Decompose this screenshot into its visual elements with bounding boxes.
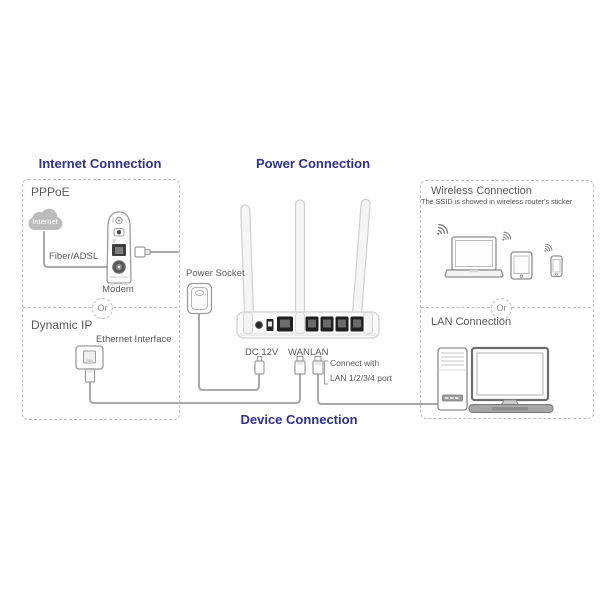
dc-12v-label: DC 12V [245, 347, 279, 358]
pppoe-title: PPPoE [31, 185, 70, 199]
power-connection-heading: Power Connection [255, 156, 371, 171]
fiber-adsl-label: Fiber/ADSL [49, 251, 99, 262]
or-badge-right: Or [491, 298, 512, 319]
wireless-connection-title: Wireless Connection [431, 185, 532, 197]
router-dc-port [255, 321, 263, 329]
client-connection-box [420, 180, 594, 419]
or-badge-left: Or [92, 298, 113, 319]
wan-label: WAN [288, 347, 310, 358]
router-icon [236, 198, 380, 339]
note-bracket [324, 360, 328, 385]
lan-cable [317, 373, 442, 405]
ethernet-plug-icon [134, 246, 151, 258]
connect-note-line2: LAN 1/2/3/4 port [330, 373, 392, 383]
tablet-icon [510, 251, 533, 280]
fiber-cable [43, 231, 114, 268]
wifi-signal-icon [502, 231, 512, 241]
dynamic-ip-title: Dynamic IP [31, 318, 93, 332]
wifi-signal-icon [437, 223, 449, 235]
modem-caption: Modem [102, 284, 134, 295]
dc-plug-icon [254, 355, 265, 375]
wan-cable [177, 373, 301, 404]
router-antennas [240, 198, 371, 328]
tower-port-strip [442, 394, 463, 402]
monitor-icon [468, 346, 554, 413]
internet-connection-box [22, 179, 180, 420]
laptop-icon [444, 236, 504, 278]
ethernet-interface-label: Ethernet Interface [96, 334, 172, 345]
power-socket-icon [186, 282, 213, 315]
internet-connection-heading: Internet Connection [38, 156, 162, 171]
modem-icon [106, 211, 132, 286]
lan-plug-icon [312, 355, 324, 375]
wall-ethernet-cable [89, 381, 179, 404]
connect-note-line1: Connect with [330, 358, 380, 368]
desktop-tower-icon [437, 347, 468, 411]
modem-rj45-port [112, 244, 126, 256]
wifi-signal-icon [544, 243, 553, 252]
router-lan-ports [305, 316, 364, 332]
lan-connection-title: LAN Connection [431, 316, 512, 328]
smartphone-icon [550, 255, 563, 278]
wan-plug-icon [294, 355, 306, 375]
router-wan-port [277, 316, 293, 332]
wireless-ssid-subtitle: The SSID is showed in wireless router's … [421, 197, 572, 206]
lan-label: LAN [310, 347, 329, 358]
internet-cloud-label: Internet [32, 217, 58, 226]
internet-cloud-icon: Internet [28, 208, 63, 230]
power-socket-label: Power Socket [186, 268, 245, 279]
ethernet-wall-socket-icon [75, 345, 104, 383]
power-cable [198, 313, 260, 391]
modem-dsl-port [112, 260, 126, 274]
router-usb-port [266, 319, 274, 331]
device-connection-heading: Device Connection [240, 412, 358, 427]
